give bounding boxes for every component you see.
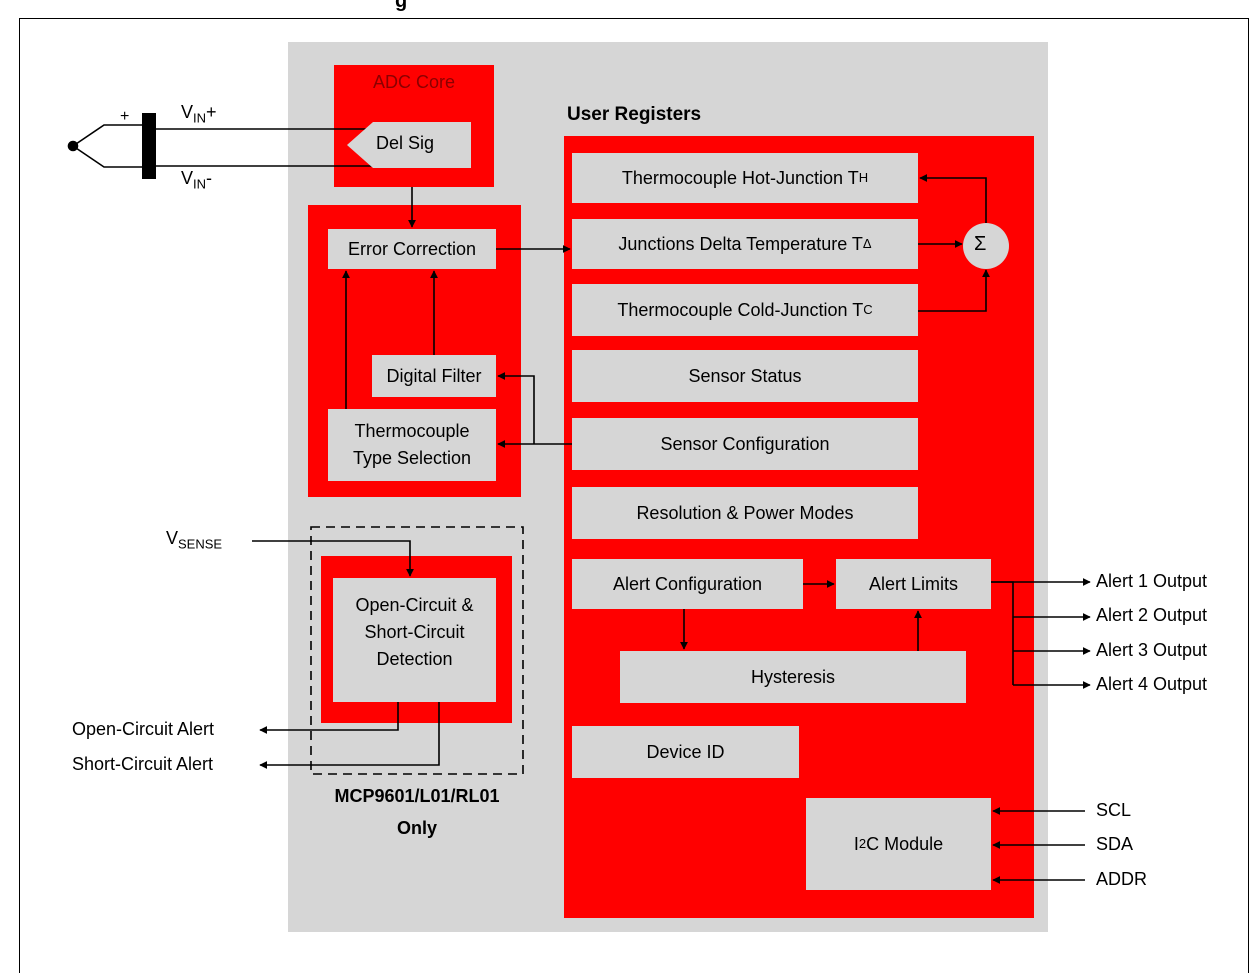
open-alert-wire — [259, 702, 399, 734]
error-correction-box: Error Correction — [328, 229, 496, 269]
digital-filter-box: Digital Filter — [372, 355, 496, 397]
alert2-output-label: Alert 2 Output — [1096, 605, 1208, 625]
delta-temp-label: Junctions Delta Temperature T — [618, 233, 863, 254]
delsig-label: Del Sig — [376, 133, 435, 153]
vsense-wire — [252, 540, 414, 577]
delta-temp-sub: Δ — [862, 236, 872, 252]
vin-minus-label: VIN- — [181, 168, 213, 192]
resolution-register: Resolution & Power Modes — [572, 487, 918, 539]
vsense-label: VSENSE — [166, 528, 223, 552]
open-circuit-alert-label: Open-Circuit Alert — [72, 719, 215, 739]
detection-line1: Open-Circuit & — [355, 595, 474, 615]
tc-type-line1: Thermocouple — [354, 421, 470, 441]
sigma-circle — [963, 223, 1009, 269]
detection-line2: Short-Circuit — [364, 622, 465, 642]
alert4-output-label: Alert 4 Output — [1096, 674, 1208, 694]
adc-core-title: ADC Core — [372, 72, 456, 92]
mcp-only-line1: MCP9601/L01/RL01 — [334, 786, 500, 806]
cold-junction-label: Thermocouple Cold-Junction T — [617, 299, 864, 320]
short-circuit-alert-label: Short-Circuit Alert — [72, 754, 214, 774]
detection-box: Open-Circuit & Short-Circuit Detection — [333, 578, 496, 702]
alert3-output-label: Alert 3 Output — [1096, 640, 1208, 660]
sda-label: SDA — [1096, 834, 1134, 854]
diagram-frame — [19, 18, 1249, 973]
cold-to-sum — [918, 269, 990, 312]
thermocouple-connector — [142, 113, 156, 179]
hysteresis-register: Hysteresis — [620, 651, 966, 703]
delsig-shape — [347, 122, 471, 168]
cold-junction-sub: C — [863, 302, 873, 318]
config-to-filter — [497, 372, 535, 444]
alert-configuration-register: Alert Configuration — [572, 559, 803, 609]
mcp9601-only-dashed-box — [310, 526, 524, 775]
vin-plus-label: VIN+ — [181, 102, 217, 126]
user-registers-title: User Registers — [567, 104, 702, 125]
sensor-configuration-register: Sensor Configuration — [572, 418, 918, 470]
sum-to-hot — [919, 174, 987, 224]
device-id-register: Device ID — [572, 726, 799, 778]
hot-junction-label: Thermocouple Hot-Junction T — [621, 167, 859, 188]
plus-sign: + — [120, 108, 130, 125]
sigma-symbol: Σ — [974, 233, 987, 255]
mcp-only-line2: Only — [396, 818, 437, 838]
i2c-suffix: C Module — [866, 833, 944, 854]
short-alert-wire — [259, 702, 440, 769]
thermocouple-wires — [72, 124, 142, 168]
alert-bus — [991, 581, 1014, 685]
thermocouple-type-box: Thermocouple Type Selection — [328, 409, 496, 481]
detection-line3: Detection — [376, 649, 453, 669]
tc-type-line2: Type Selection — [352, 448, 472, 468]
scl-label: SCL — [1096, 800, 1132, 820]
hot-junction-sub: H — [858, 170, 869, 186]
alert1-output-label: Alert 1 Output — [1096, 571, 1208, 591]
alert-limits-register: Alert Limits — [836, 559, 991, 609]
i2c-sup: 2 — [858, 836, 867, 852]
figure-title-fragment: g — [395, 0, 408, 12]
i2c-prefix: I — [853, 833, 859, 854]
addr-label: ADDR — [1096, 869, 1148, 889]
sensor-status-register: Sensor Status — [572, 350, 918, 402]
